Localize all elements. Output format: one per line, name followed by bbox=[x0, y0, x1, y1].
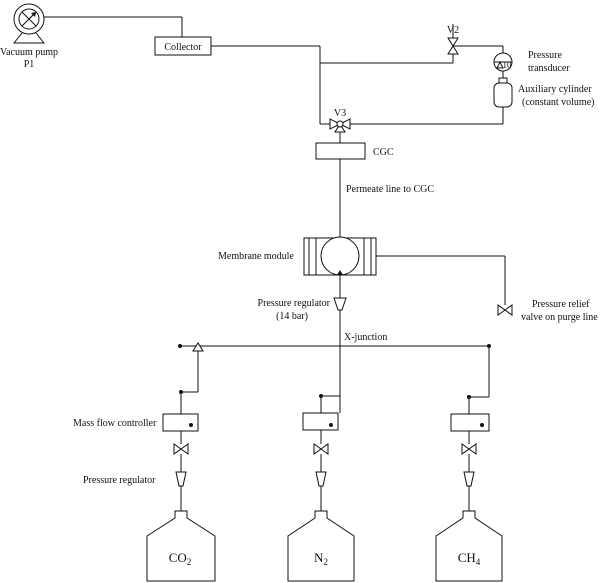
relief-valve-label-1: Pressure relief bbox=[532, 299, 590, 310]
pressure-transducer-label-1: Pressure bbox=[528, 50, 562, 61]
vacuum-pump-label: Vacuum pump bbox=[0, 47, 58, 58]
vacuum-line bbox=[44, 16, 183, 37]
pressure-regulator-n2 bbox=[315, 471, 327, 487]
membrane-module-label: Membrane module bbox=[218, 251, 294, 262]
x-junction-label: X-junction bbox=[344, 332, 387, 343]
auxiliary-cylinder bbox=[346, 71, 513, 125]
cylinder-n2 bbox=[287, 510, 355, 582]
relief-valve bbox=[497, 304, 513, 316]
mass-flow-controller-label: Mass flow controller bbox=[73, 418, 157, 429]
pressure-regulator-ch4 bbox=[463, 471, 475, 487]
purge-line bbox=[376, 255, 506, 305]
branch-n2 bbox=[287, 394, 355, 582]
vacuum-pump-id: P1 bbox=[24, 59, 35, 70]
valve-v2 bbox=[447, 24, 459, 63]
pressure-regulator-top-label-1: Pressure regulator bbox=[258, 298, 331, 309]
transducer-readout: 10 bbox=[503, 60, 513, 70]
collector-line bbox=[211, 45, 453, 125]
pressure-transducer-label-2: transducer bbox=[528, 63, 570, 74]
vacuum-pump bbox=[12, 3, 46, 44]
pressure-regulator-bottom-label: Pressure regulator bbox=[83, 475, 156, 486]
cylinder-co2 bbox=[146, 510, 216, 582]
auxiliary-cylinder-label-1: Auxiliary cylinder bbox=[518, 84, 592, 95]
auxiliary-cylinder-label-2: (constant volume) bbox=[522, 97, 594, 108]
mass-flow-controller-ch4 bbox=[450, 413, 490, 432]
mass-flow-controller-co2 bbox=[162, 413, 199, 432]
pressure-regulator-top bbox=[333, 297, 347, 311]
pressure-regulator-top-label-2: (14 bar) bbox=[276, 311, 308, 322]
cgc-label: CGC bbox=[373, 147, 394, 158]
membrane-module bbox=[303, 236, 377, 276]
branch-ch4 bbox=[435, 346, 503, 582]
v3-label: V3 bbox=[334, 108, 346, 119]
v2-label: V2 bbox=[447, 25, 459, 36]
cgc-box bbox=[315, 142, 366, 160]
pressure-regulator-co2 bbox=[175, 471, 187, 487]
cylinder-n2-label: N2 bbox=[314, 550, 328, 567]
cylinder-ch4-label: CH4 bbox=[458, 550, 481, 567]
x-junction-header bbox=[178, 342, 491, 352]
mass-flow-controller-n2 bbox=[302, 412, 339, 431]
collector-label: Collector bbox=[164, 42, 202, 53]
permeate-line-label: Permeate line to CGC bbox=[346, 184, 434, 195]
branch-co2 bbox=[146, 351, 216, 582]
valve-v3 bbox=[329, 118, 351, 133]
relief-valve-label-2: valve on purge line bbox=[521, 312, 598, 323]
v2-line bbox=[453, 45, 504, 53]
cylinder-co2-label: CO2 bbox=[169, 550, 192, 567]
cylinder-ch4 bbox=[435, 510, 503, 582]
